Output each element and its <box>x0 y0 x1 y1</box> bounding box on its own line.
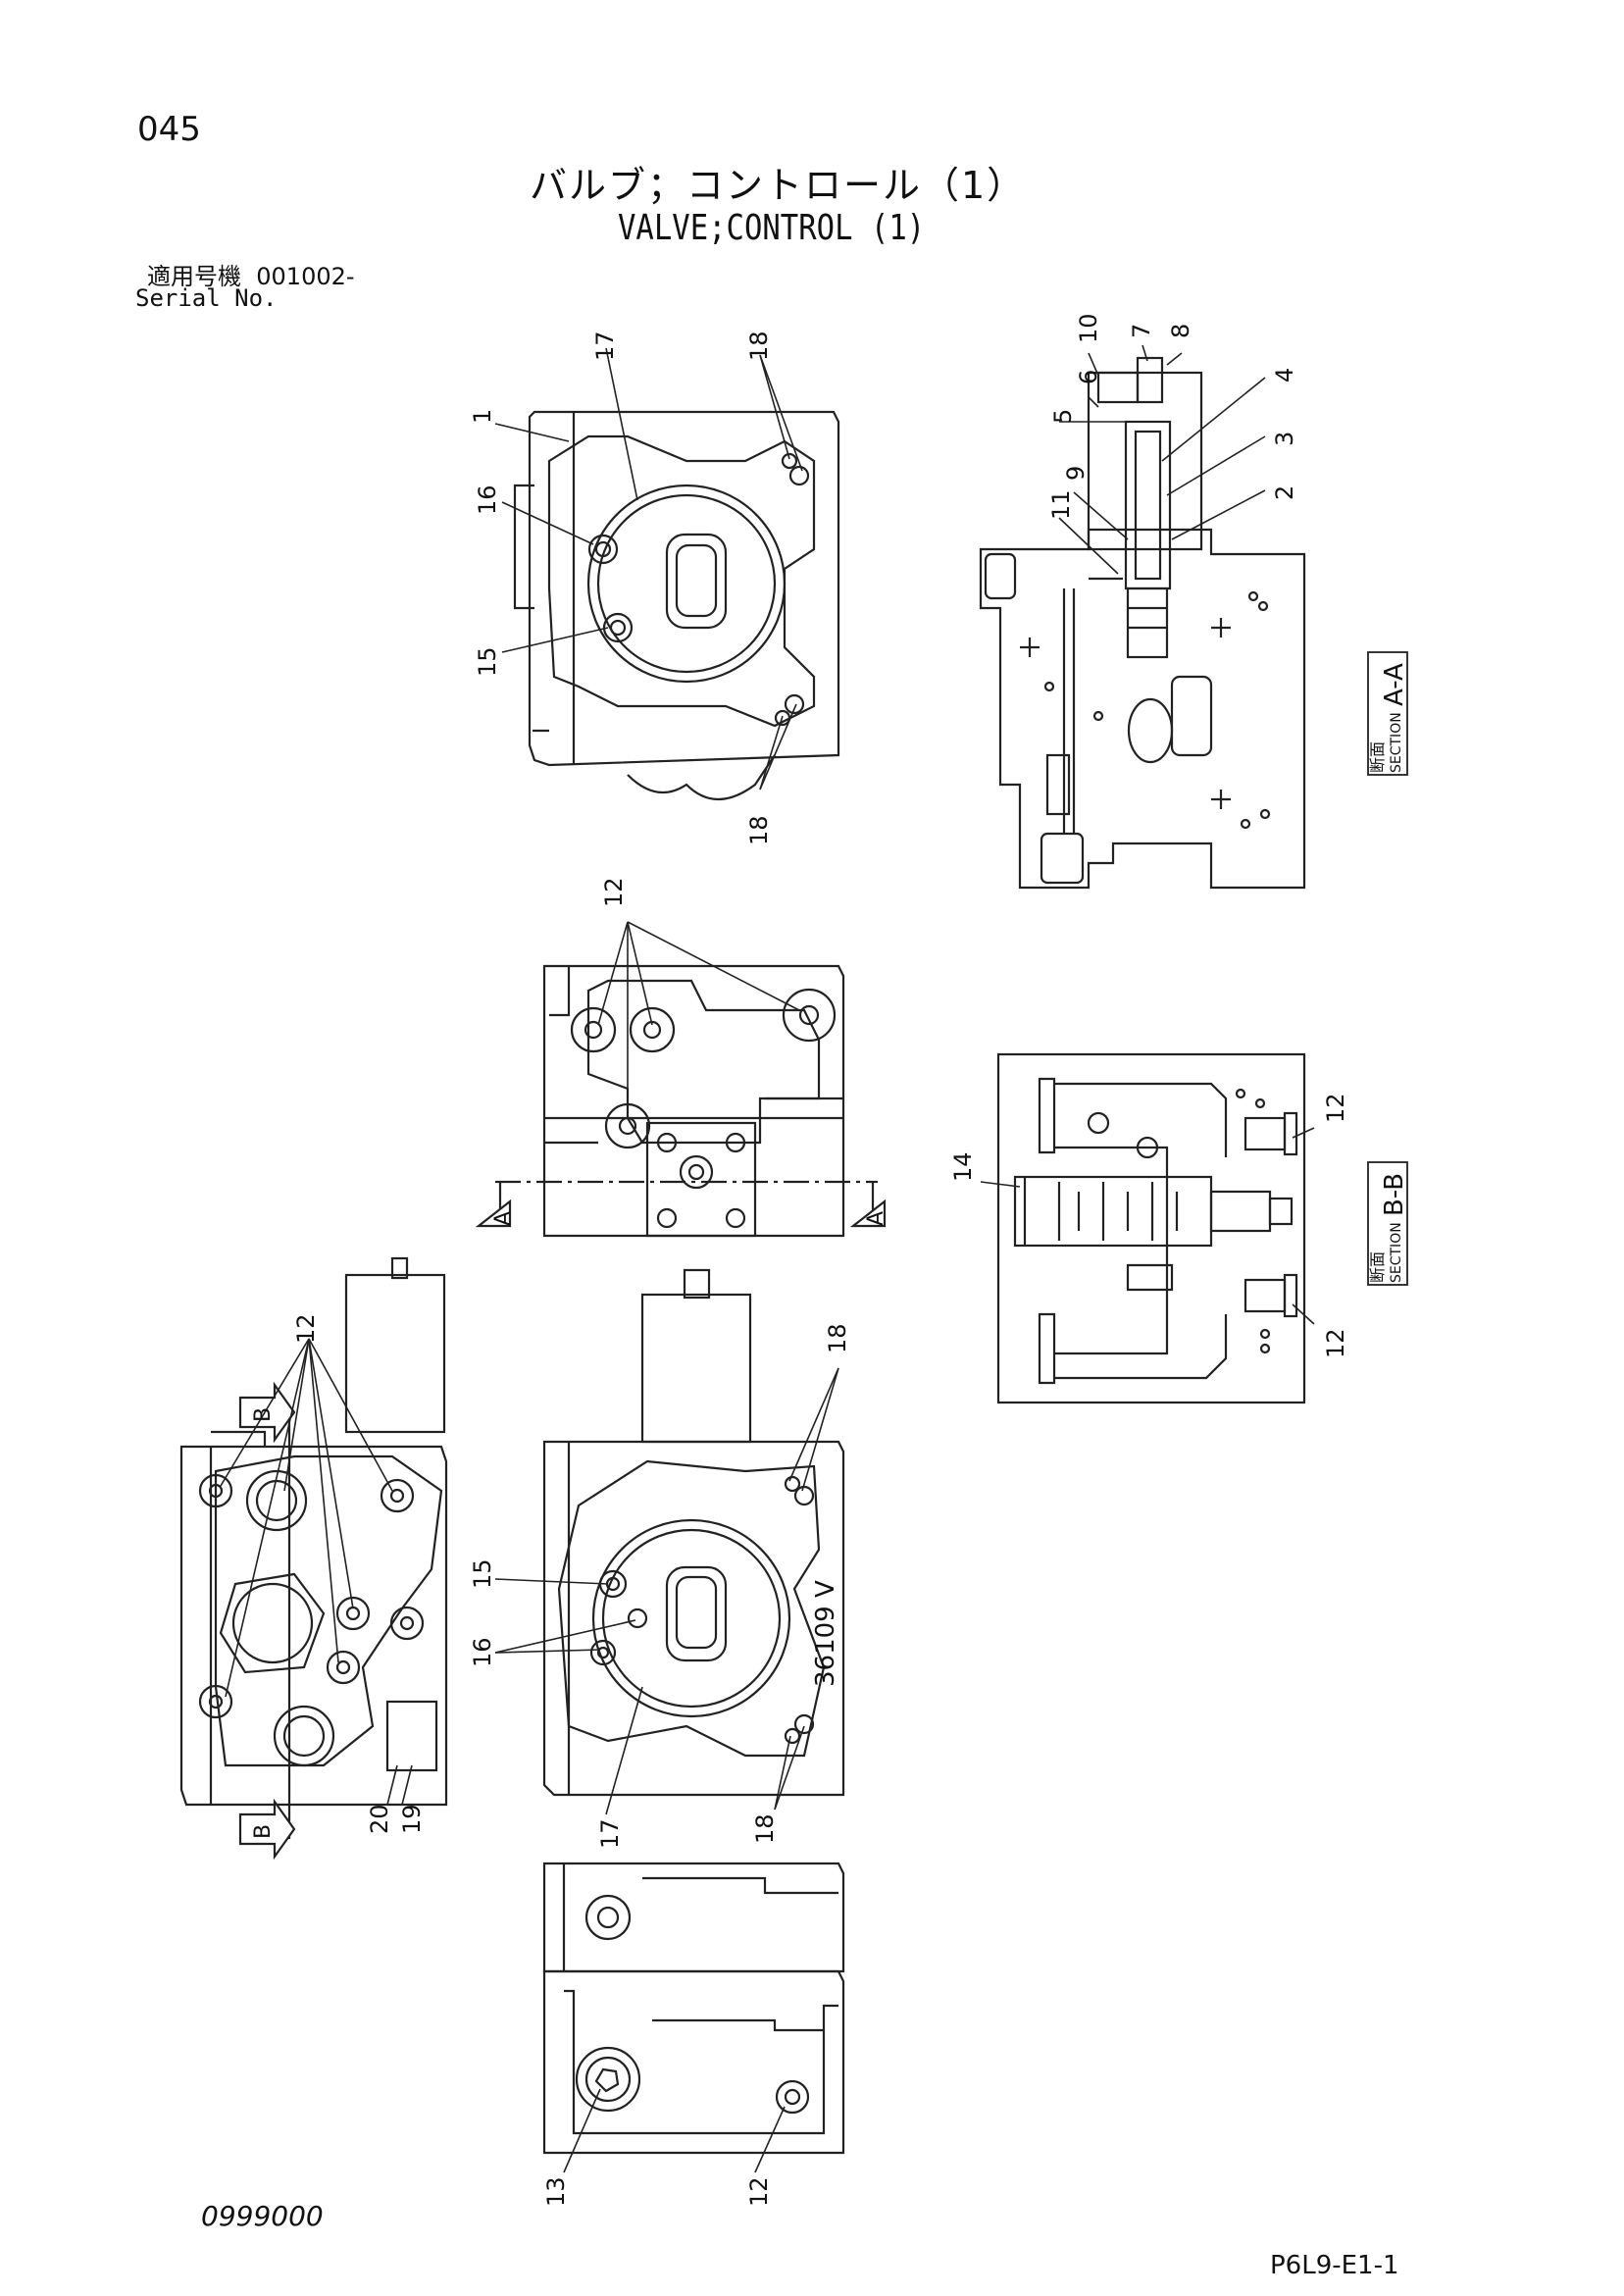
callout-17: 17 <box>596 1818 624 1849</box>
callout-10: 10 <box>1075 313 1102 343</box>
callout-15: 15 <box>474 646 501 677</box>
callout-12: 12 <box>292 1313 320 1344</box>
cut-b-bottom: B <box>251 1824 276 1839</box>
section-tag-labels: 断面 SECTION A-A 断面 SECTION B-B <box>1368 663 1409 1283</box>
page-reference: P6L9-E1-1 <box>1270 2251 1399 2280</box>
callout-2: 2 <box>1271 485 1298 500</box>
callout-13: 13 <box>542 2176 570 2207</box>
section-b-tag <box>1367 1161 1408 1286</box>
serial-label-jp: 適用号機 <box>147 263 241 290</box>
callout-18: 18 <box>824 1323 851 1353</box>
cut-b-top: B <box>251 1407 276 1422</box>
part-stamp: 36109 V <box>811 1580 840 1687</box>
callout-12: 12 <box>745 2176 773 2207</box>
stamp-text: 36109 V <box>811 1580 840 1687</box>
callout-3: 3 <box>1271 432 1298 446</box>
callout-11: 11 <box>1047 489 1075 520</box>
view-top-leaders <box>494 347 803 791</box>
callout-5: 5 <box>1049 409 1077 424</box>
section-b-label: B-B <box>1380 1173 1409 1216</box>
section-b-view <box>996 1052 1306 1404</box>
view-middle-face <box>475 964 887 1238</box>
view-top-face <box>513 410 840 801</box>
view-front-face <box>542 1268 845 1797</box>
section-a-label: A-A <box>1380 663 1409 706</box>
title-japanese: バルブ；コントロール（1） <box>530 164 1027 207</box>
callout-12: 12 <box>1322 1328 1349 1358</box>
callout-18: 18 <box>745 815 773 845</box>
callout-12: 12 <box>1322 1093 1349 1123</box>
section-a-prefix: 断面 <box>1368 741 1387 773</box>
cut-a-left: A <box>491 1211 516 1226</box>
callout-7: 7 <box>1128 324 1155 338</box>
callout-19: 19 <box>398 1804 426 1834</box>
section-a-leaders <box>1058 344 1266 575</box>
section-a-tag <box>1367 651 1408 776</box>
view-front-leaders <box>494 1367 839 1815</box>
drawing-code: 0999000 <box>201 2200 324 2232</box>
cut-a-right: A <box>864 1211 888 1226</box>
callout-6: 6 <box>1075 370 1102 384</box>
title-english: VALVE;CONTROL (1) <box>618 208 926 248</box>
section-a-word: SECTION <box>1389 712 1404 773</box>
view-side-face <box>179 1256 448 1861</box>
callout-12: 12 <box>600 877 628 907</box>
cut-marker-labels: A A B B <box>251 1211 888 1839</box>
serial-label-en: Serial No. <box>135 284 278 312</box>
callout-16: 16 <box>474 485 501 515</box>
page-number: 045 <box>137 110 201 149</box>
callout-20: 20 <box>366 1804 393 1834</box>
callout-18: 18 <box>745 331 773 361</box>
view-bottom-face <box>542 1862 845 2155</box>
callout-8: 8 <box>1167 324 1194 338</box>
section-a-view <box>979 356 1306 890</box>
callout-18: 18 <box>751 1813 779 1844</box>
callout-16: 16 <box>469 1637 496 1667</box>
section-b-leaders <box>980 1127 1315 1325</box>
view-middle-leaders <box>597 921 800 1118</box>
serial-row: 適用号機 001002- <box>147 257 355 291</box>
callout-labels: 1 16 15 17 18 18 12 10 6 5 9 11 7 8 4 3 … <box>292 313 1349 2207</box>
callout-15: 15 <box>469 1558 496 1589</box>
view-side-leaders <box>220 1338 413 1806</box>
callout-14: 14 <box>949 1151 977 1182</box>
callout-17: 17 <box>591 331 619 361</box>
callout-9: 9 <box>1062 466 1090 481</box>
section-b-prefix: 断面 <box>1368 1251 1387 1283</box>
section-b-word: SECTION <box>1389 1222 1404 1283</box>
callout-4: 4 <box>1271 368 1298 383</box>
view-bottom-leaders <box>563 2088 786 2173</box>
serial-value: 001002- <box>256 263 355 290</box>
callout-1: 1 <box>469 409 496 424</box>
